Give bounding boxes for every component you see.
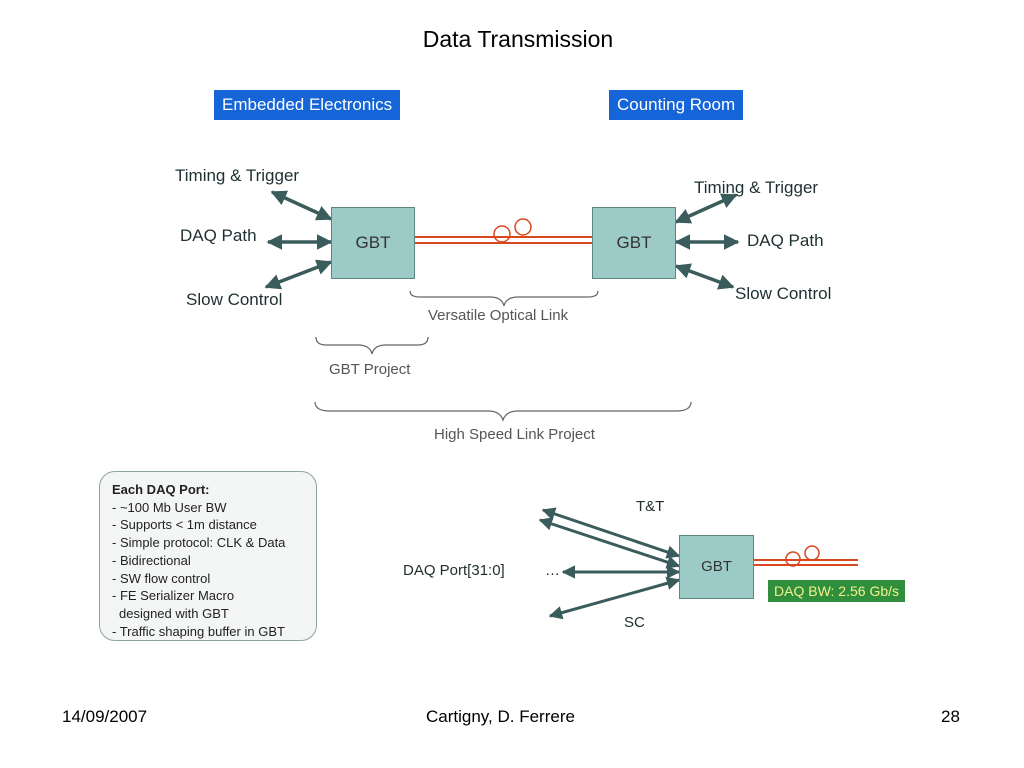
right-slow-arrow: [674, 263, 735, 290]
versatile-link-brace: [409, 290, 599, 307]
gbt-box-left: GBT: [331, 207, 415, 279]
right-daq-label: DAQ Path: [747, 231, 824, 250]
ellipsis-label: …: [545, 562, 560, 579]
footer-authors: Cartigny, D. Ferrere: [426, 707, 575, 726]
right-slow-label: Slow Control: [735, 284, 832, 303]
left-timing-label: Timing & Trigger: [175, 166, 300, 185]
header-embedded-electronics: Embedded Electronics: [214, 90, 401, 120]
info-line: - FE Serializer Macro: [112, 588, 235, 604]
info-line: - Traffic shaping buffer in GBT: [112, 623, 285, 639]
info-line: - Simple protocol: CLK & Data: [112, 535, 286, 551]
daq-port-info-box: Each DAQ Port: - ~100 Mb User BW - Suppo…: [99, 471, 317, 641]
left-daq-label: DAQ Path: [180, 226, 257, 245]
lower-fiber: [753, 545, 858, 567]
info-line: - Bidirectional: [112, 552, 191, 568]
info-title: Each DAQ Port:: [112, 482, 210, 497]
right-timing-arrow: [674, 193, 738, 224]
gbt-box-right: GBT: [592, 207, 676, 279]
daq-bandwidth-badge: DAQ BW: 2.56 Gb/s: [768, 580, 906, 602]
gbt-project-label: GBT Project: [329, 361, 411, 378]
footer-page-number: 28: [941, 707, 960, 726]
gbt-project-brace: [315, 336, 429, 355]
versatile-link-label: Versatile Optical Link: [428, 307, 569, 324]
footer-date: 14/09/2007: [62, 707, 148, 726]
left-slow-arrow: [264, 259, 333, 290]
info-line: - Supports < 1m distance: [112, 517, 257, 533]
info-line: - SW flow control: [112, 570, 211, 586]
tt-arrow-in: [541, 507, 681, 559]
sc-label: SC: [624, 614, 645, 631]
info-line: - ~100 Mb User BW: [112, 499, 227, 515]
info-line: designed with GBT: [119, 605, 229, 621]
right-timing-label: Timing & Trigger: [694, 178, 819, 197]
high-speed-brace: [314, 401, 692, 422]
optical-fiber: [414, 218, 592, 244]
header-counting-room: Counting Room: [609, 90, 744, 120]
tt-label: T&T: [636, 498, 665, 515]
left-slow-label: Slow Control: [186, 290, 283, 309]
left-timing-arrow: [270, 190, 333, 221]
gbt-box-lower: GBT: [679, 535, 754, 599]
high-speed-label: High Speed Link Project: [434, 426, 595, 443]
daq-port-label: DAQ Port[31:0]: [403, 562, 505, 579]
sc-arrow: [548, 576, 681, 620]
tt-arrow-out: [538, 517, 681, 569]
slide-title: Data Transmission: [422, 26, 614, 52]
